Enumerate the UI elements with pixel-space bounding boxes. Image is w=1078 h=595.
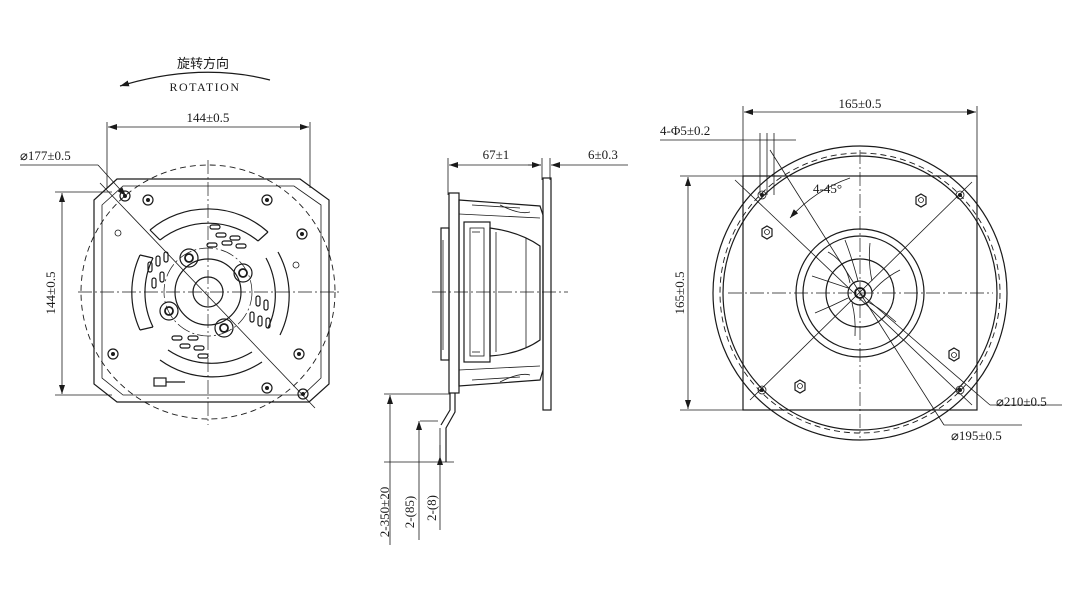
lead-total-label: 2-350±20 — [377, 487, 392, 537]
front-view: 旋转方向 ROTATION 144±0.5 144±0.5 ⌀177±0.5 — [20, 56, 342, 425]
mounting-hole — [107, 190, 309, 400]
rear-outer-diameter-label: ⌀210±0.5 — [996, 394, 1047, 409]
rear-view: 165±0.5 4-Φ5±0.2 165±0.5 — [660, 96, 1062, 443]
rotation-label-cn: 旋转方向 — [177, 56, 229, 71]
rear-mounting-hole — [757, 190, 965, 395]
rear-outer-circle — [712, 145, 1008, 441]
rotation-arrow-icon — [119, 71, 271, 87]
rear-inner-diameter-label: ⌀195±0.5 — [951, 428, 1002, 443]
rear-holes-label: 4-Φ5±0.2 — [660, 123, 710, 138]
angle-arc — [789, 177, 851, 219]
cable-exit — [153, 377, 167, 387]
hex-nut — [761, 193, 960, 394]
impeller-outline-circle — [80, 164, 336, 420]
front-diameter-label: ⌀177±0.5 — [20, 148, 71, 163]
impeller-blades — [811, 239, 901, 337]
side-view: 67±1 6±0.3 — [377, 147, 628, 545]
side-depth-label: 67±1 — [483, 147, 510, 162]
lead-wire — [445, 393, 456, 462]
fan-body-outline — [93, 178, 330, 403]
side-flange-label: 6±0.3 — [588, 147, 618, 162]
side-flange — [542, 177, 552, 411]
lead-strip-label: 2-(85) — [402, 496, 417, 529]
hub-boss — [159, 248, 253, 338]
rear-width-label: 165±0.5 — [839, 96, 882, 111]
lead-tip-label: 2-(8) — [424, 495, 439, 521]
front-width-label: 144±0.5 — [187, 110, 230, 125]
rotation-label-en: ROTATION — [169, 80, 240, 94]
vent-slots — [147, 224, 271, 359]
front-height-label: 144±0.5 — [43, 272, 58, 315]
rear-height-label: 165±0.5 — [672, 272, 687, 315]
rear-angle-label: 4-45° — [813, 181, 842, 196]
